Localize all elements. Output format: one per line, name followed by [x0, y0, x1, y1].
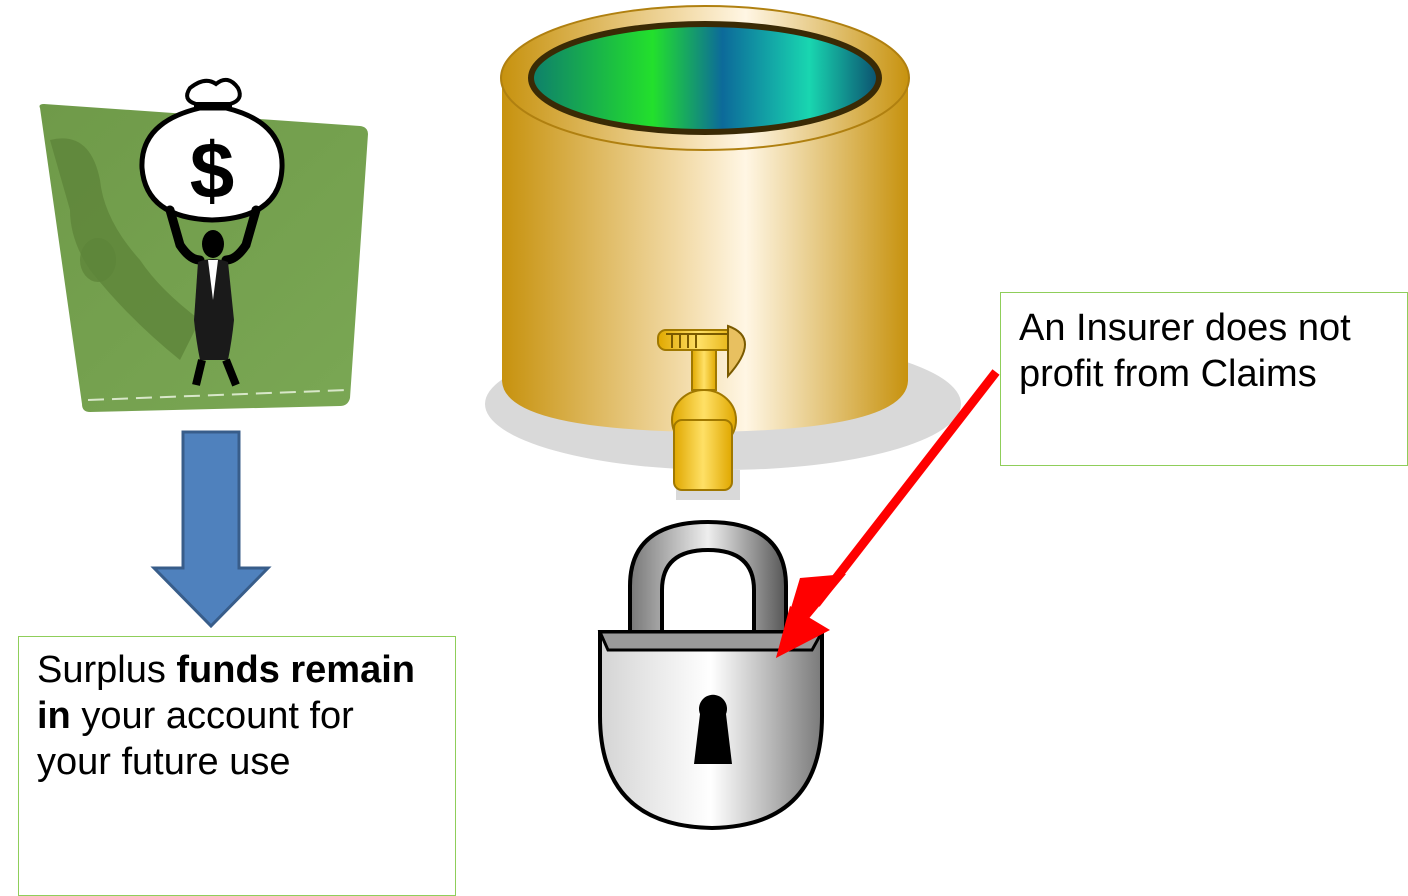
money-bag-illustration: $	[39, 77, 368, 412]
padlock-icon	[597, 519, 825, 831]
insurer-text: An Insurer does not profit from Claims	[1019, 307, 1351, 395]
barrel-illustration	[485, 5, 961, 500]
surplus-text-bold: funds remain in	[37, 649, 416, 737]
tap-spout	[673, 419, 733, 491]
pointer-arrow	[776, 369, 1000, 658]
dollar-symbol: $	[190, 126, 235, 215]
down-arrow	[150, 430, 272, 629]
surplus-note: Surplus funds remain in your account for…	[18, 636, 456, 896]
barrel-liquid	[528, 21, 882, 135]
surplus-text-1: Surplus	[37, 649, 177, 691]
keyhole	[694, 694, 732, 764]
surplus-text-2: your account for your future use	[37, 695, 354, 783]
insurer-note: An Insurer does not profit from Claims	[1000, 292, 1408, 466]
